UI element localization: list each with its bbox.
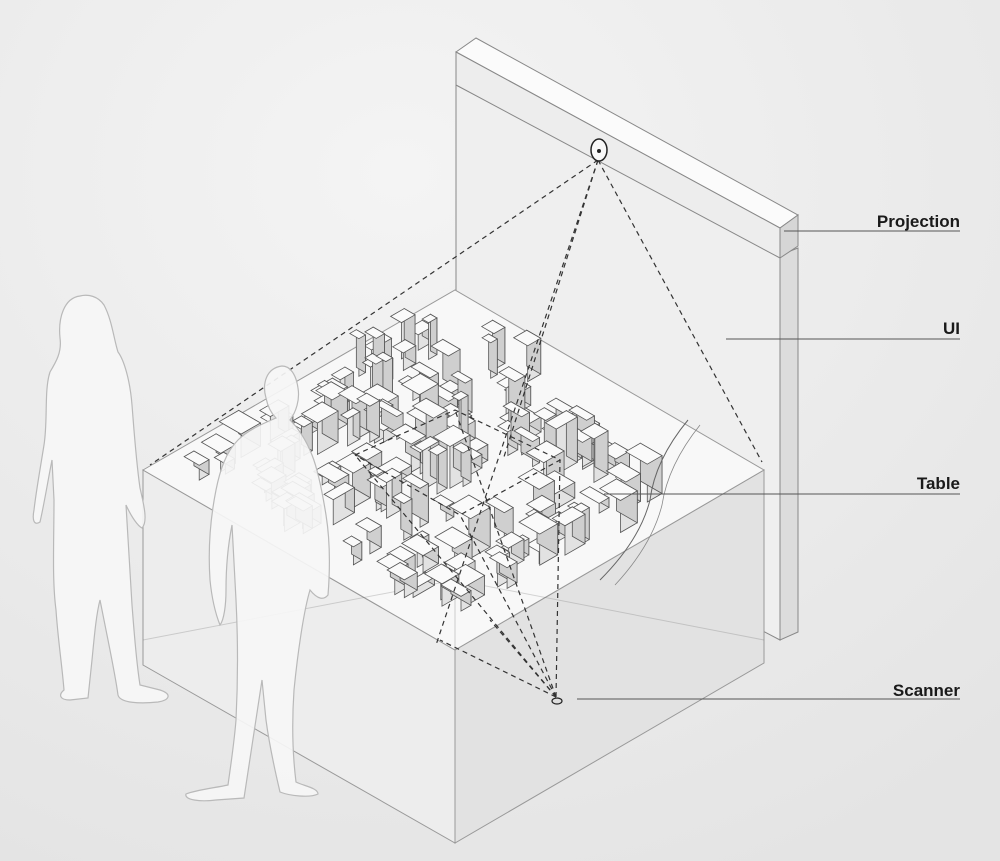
building-block — [551, 506, 586, 556]
building-block — [400, 533, 440, 574]
building-block — [481, 333, 499, 380]
label-scanner: Scanner — [577, 681, 960, 700]
building-block — [401, 472, 430, 528]
building-block — [452, 441, 472, 488]
building-block — [386, 561, 419, 599]
label-ui: UI — [726, 319, 960, 340]
ui-wall-side — [779, 247, 799, 641]
city-model — [183, 307, 663, 612]
scanner-rays — [354, 409, 561, 698]
person-silhouette — [185, 365, 330, 802]
building-block — [300, 401, 339, 456]
building-block — [579, 422, 609, 484]
building-block — [427, 443, 448, 495]
building-block — [440, 578, 472, 612]
building-block — [391, 338, 417, 372]
projector-icon — [590, 138, 608, 162]
label-text: Scanner — [893, 681, 960, 700]
label-table: Table — [604, 474, 960, 495]
building-block — [598, 478, 639, 534]
building-block — [579, 485, 610, 514]
river-bank — [614, 424, 701, 586]
label-text: UI — [943, 319, 960, 338]
label-projection: Projection — [784, 212, 960, 232]
building-block — [342, 535, 363, 566]
building-block — [354, 516, 383, 555]
building-block — [356, 392, 381, 444]
building-block — [183, 450, 210, 481]
building-block — [448, 494, 491, 559]
building-block — [391, 491, 413, 541]
scanner-icon — [551, 697, 563, 705]
building-block — [339, 407, 361, 447]
building-block — [624, 442, 663, 503]
river-line — [599, 419, 689, 581]
building-block — [518, 511, 559, 566]
building-block — [323, 481, 356, 526]
label-text: Table — [917, 474, 960, 493]
projection-bar-side — [779, 214, 799, 259]
label-text: Projection — [877, 212, 960, 231]
building-block — [488, 551, 518, 590]
person-silhouette — [32, 294, 169, 704]
